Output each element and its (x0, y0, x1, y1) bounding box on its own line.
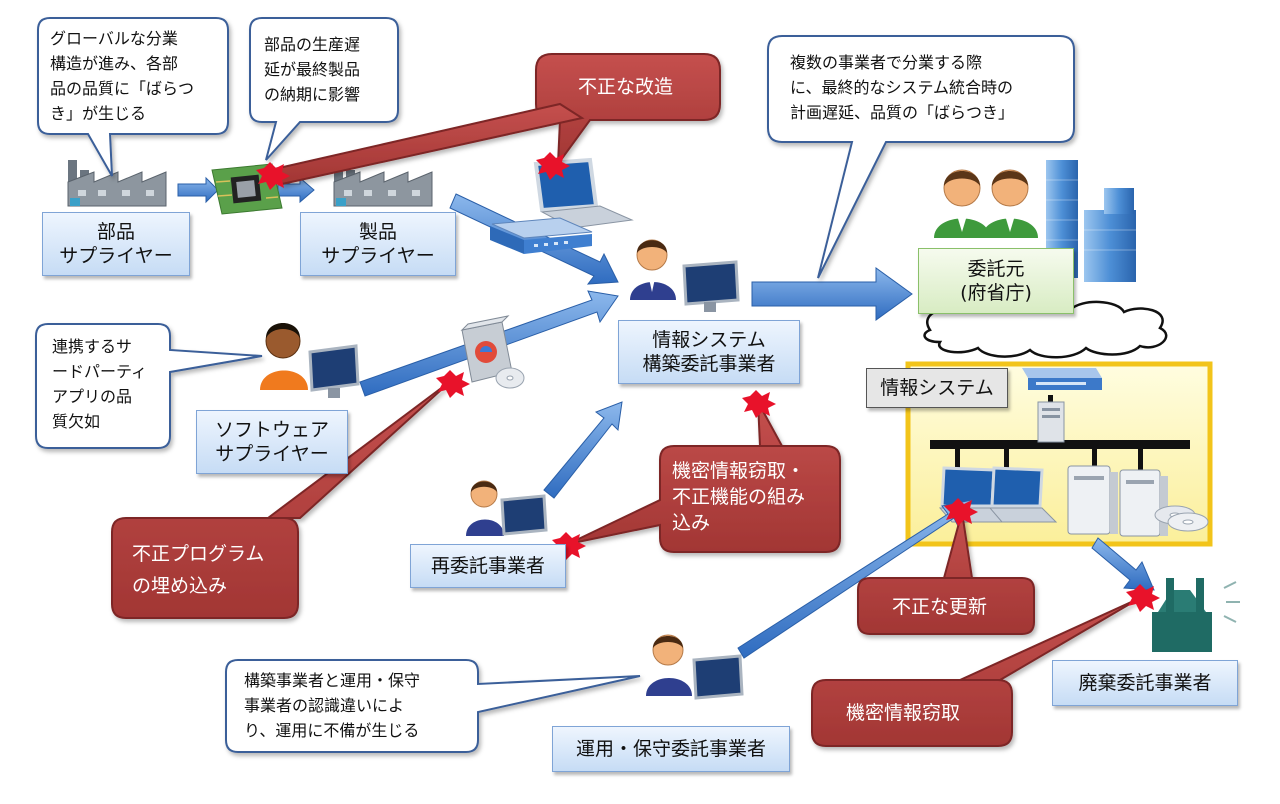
threat-info-theft-text: 機密情報窃取 (846, 702, 961, 724)
threat-callouts (111, 53, 1141, 747)
burst-icon (1126, 584, 1160, 612)
arrow-chip-to-product (277, 176, 315, 204)
actor-label: サプライヤー (321, 245, 435, 267)
server-icon (1037, 401, 1065, 443)
callout-multi-vendor (767, 35, 1075, 279)
note-third-party: 連携するサ ードパーティ アプリの品 質欠如 (52, 334, 147, 434)
person-at-computer-icon (466, 480, 548, 536)
actor-label: 構築委託事業者 (642, 353, 776, 375)
note-multi-vendor: 複数の事業者で分業する際 に、最終的なシステム統合時の 計画遅延、品質の「ばらつ… (790, 50, 1014, 125)
threat-malware (111, 379, 453, 619)
note-line: グローバルな分業 (50, 29, 178, 48)
actor-parts-supplier: 部品 サプライヤー (42, 212, 190, 276)
router-icon (490, 217, 593, 254)
note-global-division: グローバルな分業 構造が進み、各部 品の品質に「ばらつ き」が生じる (50, 26, 194, 126)
note-line: 複数の事業者で分業する際 (790, 53, 983, 72)
actor-label: 運用・保守委託事業者 (575, 738, 766, 760)
note-line: 構造が進み、各部 (50, 54, 179, 73)
disposal-icon (1152, 578, 1240, 652)
note-line: 品の品質に「ばらつ (50, 79, 195, 98)
callout-global-division (37, 17, 229, 177)
threat-tampering (535, 53, 721, 168)
arrow-product-to-builder (449, 193, 619, 285)
person-icon (934, 169, 990, 238)
threat-illegal-update (857, 511, 1035, 635)
callout-ops-misunderstanding (225, 659, 641, 753)
actor-label: サプライヤー (215, 443, 329, 465)
actor-label: ソフトウェア (214, 419, 329, 441)
actor-label: 再委託事業者 (430, 555, 545, 577)
note-line: 部品の生産遅 (264, 35, 361, 54)
note-production-delay: 部品の生産遅 延が最終製品 の納期に影響 (264, 32, 360, 107)
laptop-icon (988, 466, 1058, 523)
threat-theft-backdoor-text: 機密情報窃取・ 不正機能の組み 込み (672, 458, 805, 536)
actor-label: (府省庁) (960, 282, 1032, 304)
callout-production-delay (249, 17, 399, 161)
burst-icon (256, 162, 290, 190)
note-line: に、最終的なシステム統合時の (790, 78, 1014, 97)
note-line: き」が生じる (50, 104, 147, 123)
actor-disposal-contractor: 廃棄委託事業者 (1052, 660, 1238, 706)
actor-label: 委託元 (967, 258, 1025, 280)
actor-subcontractor: 再委託事業者 (410, 544, 566, 588)
arrow-builder-to-client (751, 267, 913, 321)
disc-icon (1154, 505, 1209, 532)
note-line: 連携するサ (52, 337, 133, 356)
factory-icon (333, 160, 433, 207)
threat-malware-text: 不正プログラム の埋め込み (132, 538, 264, 602)
actor-label: 部品 (96, 221, 135, 243)
tower-server-icon (1067, 465, 1168, 537)
white-callouts (35, 17, 1075, 753)
note-line: 事業者の認識違いによ (244, 696, 405, 715)
threat-line: 不正機能の組み (672, 486, 806, 508)
actor-label: 情報システム (652, 329, 766, 351)
threat-theft-backdoor (567, 401, 841, 553)
note-line: 質欠如 (52, 412, 101, 431)
actor-product-supplier: 製品 サプライヤー (300, 212, 456, 276)
burst-icon (436, 370, 470, 398)
note-line: アプリの品 (52, 387, 133, 406)
burst-icon (552, 532, 586, 560)
person-at-computer-icon (630, 239, 740, 312)
actor-label: 製品 (358, 221, 397, 243)
burst-icon (742, 390, 776, 418)
router-icon (1022, 368, 1102, 390)
software-package-icon (460, 315, 525, 389)
actor-label: サプライヤー (59, 245, 173, 267)
threat-tampering-text: 不正な改造 (578, 76, 674, 98)
person-at-computer-icon (260, 323, 360, 398)
note-line: り、運用に不備が生じる (244, 721, 420, 740)
actor-operation-contractor: 運用・保守委託事業者 (552, 726, 790, 772)
info-system-text: 情報システム (880, 377, 994, 399)
actor-label: 廃棄委託事業者 (1078, 672, 1212, 694)
arrow-parts-to-chip (177, 176, 219, 204)
burst-icon (944, 498, 978, 526)
callout-third-party (35, 323, 263, 449)
actor-client: 委託元 (府省庁) (918, 248, 1074, 314)
threat-line: の埋め込み (132, 575, 228, 597)
person-at-computer-icon (646, 634, 744, 700)
threat-line: 不正プログラム (132, 543, 265, 565)
note-ops-misunderstanding: 構築事業者と運用・保守 事業者の認識違いによ り、運用に不備が生じる (244, 668, 420, 743)
arrow-sub-to-builder (543, 401, 623, 499)
note-line: の納期に影響 (264, 85, 361, 104)
note-line: 延が最終製品 (264, 60, 361, 79)
actor-software-supplier: ソフトウェア サプライヤー (196, 410, 348, 474)
burst-icon (536, 152, 570, 180)
info-system-label: 情報システム (866, 368, 1008, 408)
threat-info-theft (811, 597, 1141, 747)
note-line: ードパーティ (52, 362, 148, 381)
person-icon (982, 169, 1038, 238)
note-line: 構築事業者と運用・保守 (244, 671, 421, 690)
attack-bursts (256, 152, 1160, 612)
threat-line: 機密情報窃取・ (672, 460, 806, 482)
actor-info-system-builder: 情報システム 構築委託事業者 (618, 320, 800, 384)
factory-icon (67, 160, 167, 207)
note-line: 計画遅延、品質の「ばらつき」 (790, 103, 1015, 122)
threat-illegal-update-text: 不正な更新 (892, 596, 988, 618)
threat-line: 込み (672, 512, 711, 534)
